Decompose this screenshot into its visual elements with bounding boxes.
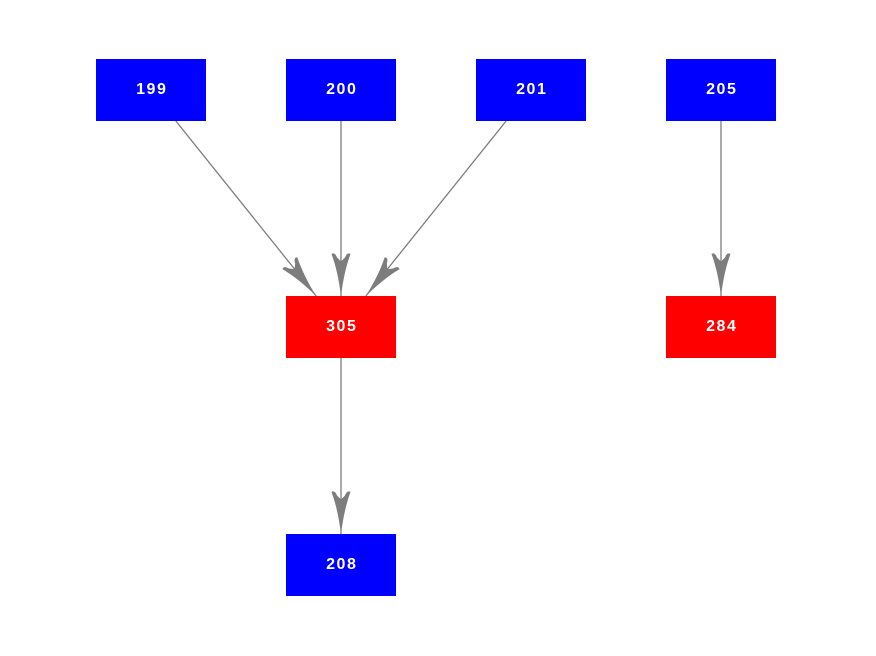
node-208: 208 — [286, 534, 396, 596]
node-284: 284 — [666, 296, 776, 358]
node-200: 200 — [286, 59, 396, 121]
arrowhead-200-305 — [331, 253, 351, 296]
node-199: 199 — [96, 59, 206, 121]
node-label-199: 199 — [136, 81, 168, 98]
node-label-208: 208 — [326, 556, 358, 573]
node-205: 205 — [666, 59, 776, 121]
arrowhead-305-208 — [331, 491, 351, 534]
edge-199-305 — [175, 120, 317, 297]
node-label-200: 200 — [326, 81, 358, 98]
node-305: 305 — [286, 296, 396, 358]
node-label-305: 305 — [326, 318, 358, 335]
node-201: 201 — [476, 59, 586, 121]
node-label-201: 201 — [516, 81, 548, 98]
node-label-284: 284 — [706, 318, 738, 335]
node-label-205: 205 — [706, 81, 738, 98]
edge-201-305 — [365, 120, 507, 297]
arrowhead-205-284 — [711, 253, 731, 296]
